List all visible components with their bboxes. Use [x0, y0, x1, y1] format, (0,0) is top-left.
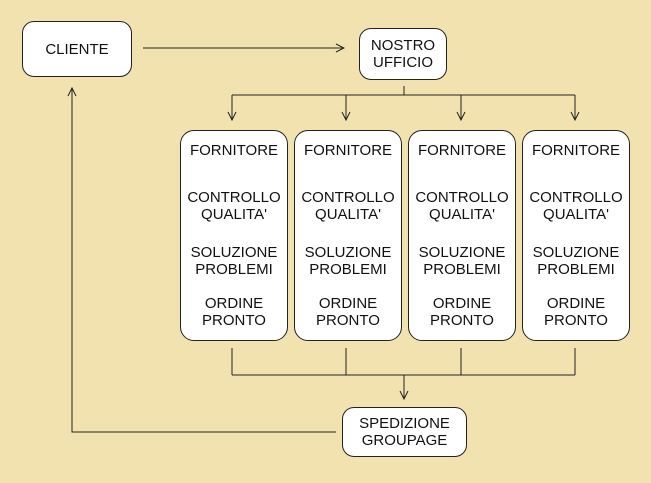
label-controllo: CONTROLLO [415, 189, 509, 206]
label-pronto: PRONTO [544, 312, 608, 329]
node-spedizione-line-2: GROUPAGE [361, 432, 448, 449]
label-qualita: QUALITA' [201, 206, 267, 223]
label-problemi: PROBLEMI [309, 261, 387, 278]
node-cliente: CLIENTE [22, 21, 132, 77]
label-pronto: PRONTO [430, 312, 494, 329]
label-ordine: ORDINE [546, 295, 606, 312]
label-problemi: PROBLEMI [537, 261, 615, 278]
node-spedizione-groupage: SPEDIZIONE GROUPAGE [342, 407, 467, 457]
label-soluzione: SOLUZIONE [418, 244, 506, 261]
label-fornitore: FORNITORE [303, 142, 393, 159]
label-fornitore: FORNITORE [417, 142, 507, 159]
label-ordine: ORDINE [318, 295, 378, 312]
label-problemi: PROBLEMI [423, 261, 501, 278]
label-fornitore: FORNITORE [531, 142, 621, 159]
node-cliente-label: CLIENTE [45, 40, 109, 58]
label-controllo: CONTROLLO [187, 189, 281, 206]
supplier-column: FORNITORE CONTROLLO QUALITA' SOLUZIONE P… [408, 130, 516, 341]
label-controllo: CONTROLLO [529, 189, 623, 206]
label-problemi: PROBLEMI [195, 261, 273, 278]
node-ufficio-line-1: NOSTRO [370, 37, 436, 54]
node-ufficio-line-2: UFFICIO [373, 54, 433, 71]
label-soluzione: SOLUZIONE [532, 244, 620, 261]
arrow-spedizione-to-cliente [72, 88, 336, 433]
supplier-column: FORNITORE CONTROLLO QUALITA' SOLUZIONE P… [522, 130, 630, 341]
label-pronto: PRONTO [202, 312, 266, 329]
node-spedizione-line-1: SPEDIZIONE [359, 415, 450, 432]
label-controllo: CONTROLLO [301, 189, 395, 206]
label-qualita: QUALITA' [315, 206, 381, 223]
label-soluzione: SOLUZIONE [304, 244, 392, 261]
node-nostro-ufficio: NOSTRO UFFICIO [359, 28, 447, 80]
label-pronto: PRONTO [316, 312, 380, 329]
label-fornitore: FORNITORE [189, 142, 279, 159]
label-qualita: QUALITA' [543, 206, 609, 223]
label-soluzione: SOLUZIONE [190, 244, 278, 261]
label-ordine: ORDINE [204, 295, 264, 312]
label-qualita: QUALITA' [429, 206, 495, 223]
supplier-column: FORNITORE CONTROLLO QUALITA' SOLUZIONE P… [180, 130, 288, 341]
label-ordine: ORDINE [432, 295, 492, 312]
supplier-column: FORNITORE CONTROLLO QUALITA' SOLUZIONE P… [294, 130, 402, 341]
